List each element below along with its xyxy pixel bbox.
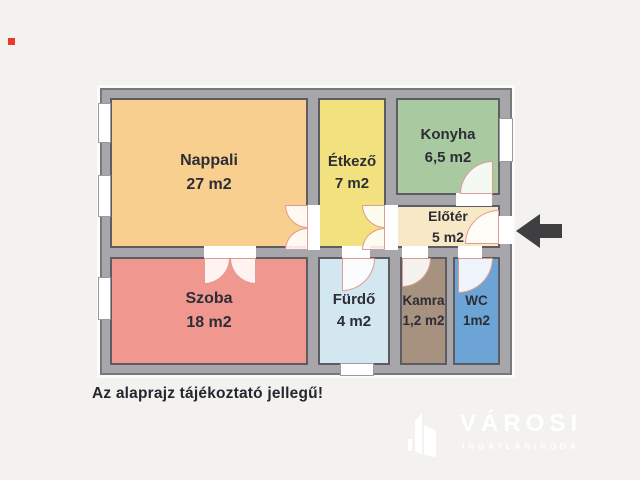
agency-logo: VÁROSI INGATLANIRODA: [406, 408, 620, 460]
logo-brand-text: VÁROSI: [460, 410, 583, 437]
door-opening-nappali-etkezo: [306, 205, 320, 250]
door-opening-szoba: [204, 246, 256, 258]
window-bottom-furdo: [340, 363, 374, 376]
room-eloter-area: 5 m2: [432, 228, 464, 245]
room-wc-area: 1m2: [462, 313, 491, 328]
window-left-szoba: [98, 277, 111, 320]
window-left-nappali-2: [98, 175, 111, 217]
entrance-arrow-icon: [516, 214, 562, 248]
red-marker: [8, 38, 15, 45]
logo-building-icon: [408, 413, 436, 457]
room-konyha-area: 6,5 m2: [424, 148, 472, 166]
room-nappali-name: Nappali: [180, 152, 238, 169]
logo-subtitle-text: INGATLANIRODA: [462, 441, 580, 451]
disclaimer-caption: Az alaprajz tájékoztató jellegű!: [92, 385, 324, 402]
room-etkezo-area: 7 m2: [334, 175, 370, 192]
window-right-konyha: [499, 118, 513, 162]
room-furdo-name: Fürdő: [332, 290, 376, 308]
door-opening-etkezo-eloter: [384, 205, 398, 250]
room-kamra-area: 1,2 m2: [402, 313, 445, 328]
room-eloter-name: Előtér: [428, 208, 468, 225]
window-left-nappali-1: [98, 103, 111, 143]
door-opening-entrance: [498, 216, 513, 244]
door-opening-wc: [458, 246, 482, 258]
room-etkezo-name: Étkező: [327, 152, 377, 170]
room-szoba-area: 18 m2: [186, 314, 232, 331]
room-eloter: Előtér 5 m2: [396, 205, 500, 248]
door-opening-konyha: [456, 193, 492, 206]
door-opening-kamra: [402, 246, 428, 258]
room-konyha-name: Konyha: [420, 126, 476, 143]
room-nappali-area: 27 m2: [186, 176, 232, 193]
room-etkezo: Étkező 7 m2: [318, 98, 386, 248]
room-furdo-area: 4 m2: [336, 313, 372, 330]
room-kamra-name: Kamra: [402, 292, 445, 308]
room-wc-name: WC: [465, 292, 488, 308]
room-nappali: Nappali 27 m2: [110, 98, 308, 248]
room-szoba-name: Szoba: [185, 290, 233, 307]
